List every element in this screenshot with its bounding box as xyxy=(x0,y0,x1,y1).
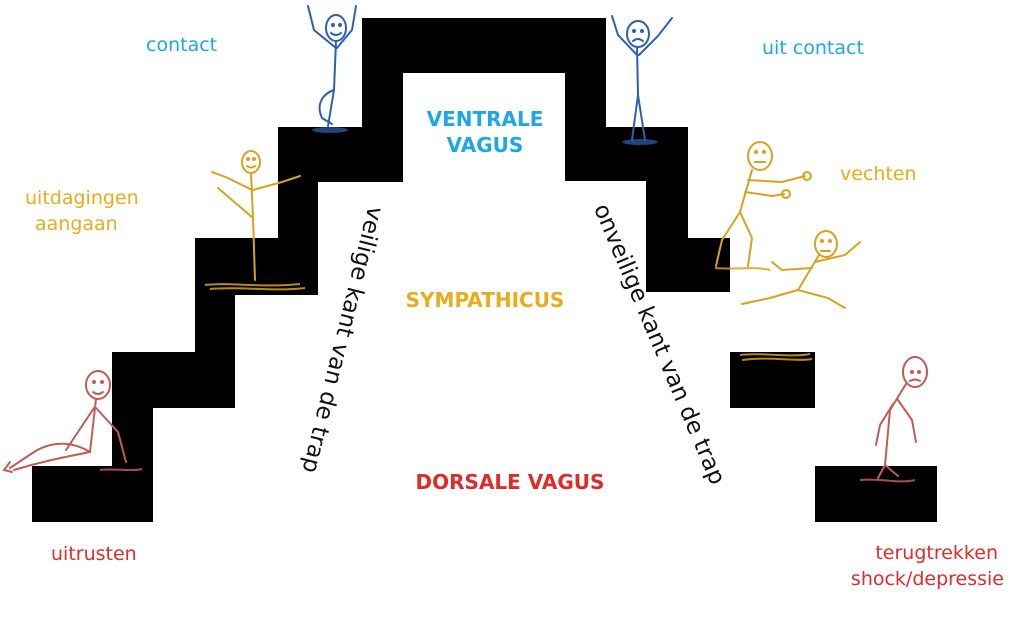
drooping-figure xyxy=(875,356,928,479)
zone-ventral-line2: VAGUS xyxy=(446,133,524,157)
zone-ventral-line1: VENTRALE xyxy=(426,107,544,131)
state-contact-label: contact xyxy=(146,34,218,56)
red-step-shadows xyxy=(99,468,916,483)
fighting-figure xyxy=(715,141,812,267)
zone-dorsal-title: DORSALE VAGUS xyxy=(415,470,605,494)
state-uitrusten-label: uitrusten xyxy=(51,543,137,565)
zone-ventral-title: VENTRALE VAGUS xyxy=(400,106,570,158)
arms-raised-frowning-figure xyxy=(611,15,673,141)
state-uitdagingen-line1: uitdagingen xyxy=(25,187,139,209)
running-figure xyxy=(741,230,861,309)
zone-sympathetic-title: SYMPATHICUS xyxy=(405,288,565,312)
state-terugtrekken-label: terugtrekken shock/depressie xyxy=(818,541,1004,592)
balancing-figure xyxy=(211,150,301,281)
state-uitdagingen-line2: aangaan xyxy=(35,212,118,235)
state-uitdagingen-label: uitdagingen aangaan xyxy=(25,186,139,237)
state-vechten-label: vechten xyxy=(840,163,917,185)
blue-step-shadows xyxy=(312,127,658,145)
state-terugtrekken-line1: terugtrekken xyxy=(875,542,998,564)
yellow-step-shadows xyxy=(204,267,813,361)
resting-figure xyxy=(2,370,127,473)
state-terugtrekken-line2: shock/depressie xyxy=(850,567,1004,590)
staircase xyxy=(32,18,937,522)
state-uit-contact-label: uit contact xyxy=(762,37,864,59)
arms-raised-smiling-figure xyxy=(307,5,357,127)
